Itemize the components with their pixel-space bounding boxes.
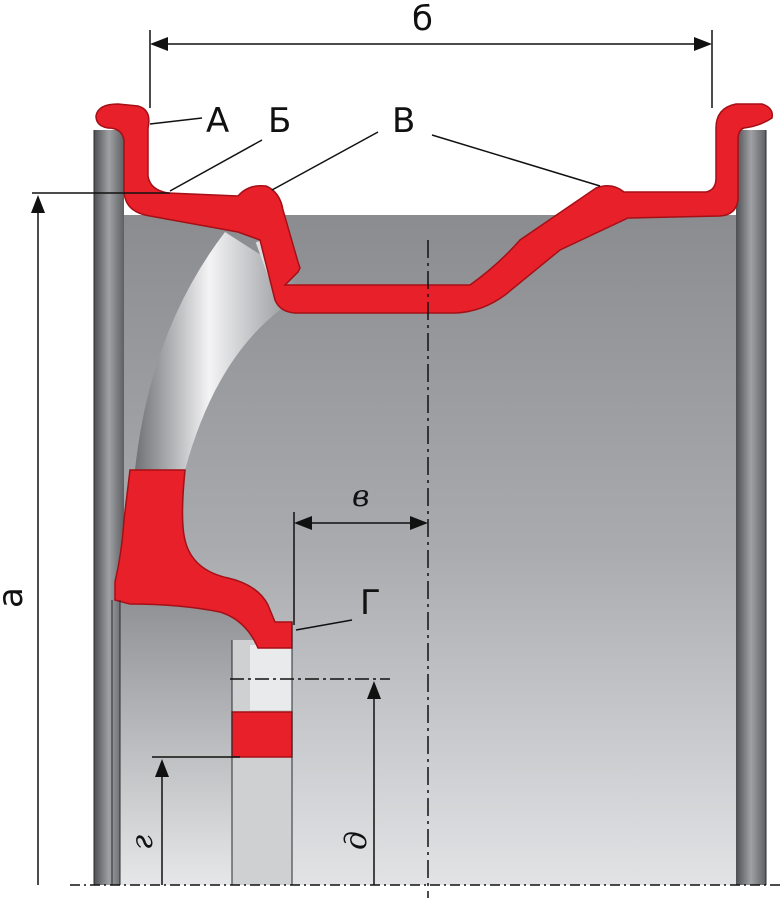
edge-lines [93, 130, 767, 885]
rim-body [94, 130, 766, 885]
label-B: Б [268, 101, 291, 141]
hub-lower-section [231, 711, 293, 758]
bolt-hole [250, 645, 292, 710]
rim-profile [95, 103, 774, 314]
label-width: б [412, 0, 433, 39]
arrow-offset-right [410, 516, 428, 530]
dimension-lines [32, 30, 780, 898]
label-pcd: г [125, 835, 160, 850]
spoke-disc [135, 232, 300, 470]
label-offset: в [352, 479, 369, 514]
label-A: А [206, 101, 229, 141]
arrow-width-left [150, 37, 168, 51]
right-flange-face [736, 130, 766, 885]
leader-G [295, 619, 353, 631]
labels: б А Б В Г а в д г [0, 0, 433, 850]
label-diameter: а [0, 587, 31, 608]
label-V: В [392, 101, 415, 141]
label-G: Г [360, 583, 381, 623]
arrow-pcd [155, 759, 169, 777]
arrow-width-right [694, 37, 712, 51]
arrowheads [31, 37, 712, 777]
left-flange-face [94, 130, 124, 885]
leader-V-left [271, 131, 379, 191]
arrow-offset-left [294, 516, 312, 530]
leader-B [169, 139, 263, 192]
label-center-bore: д [339, 831, 374, 850]
leader-A [149, 117, 203, 125]
arrow-bore [367, 681, 381, 699]
rim-section [95, 103, 774, 758]
arrow-diameter [31, 195, 45, 213]
leader-V-right [431, 134, 601, 187]
